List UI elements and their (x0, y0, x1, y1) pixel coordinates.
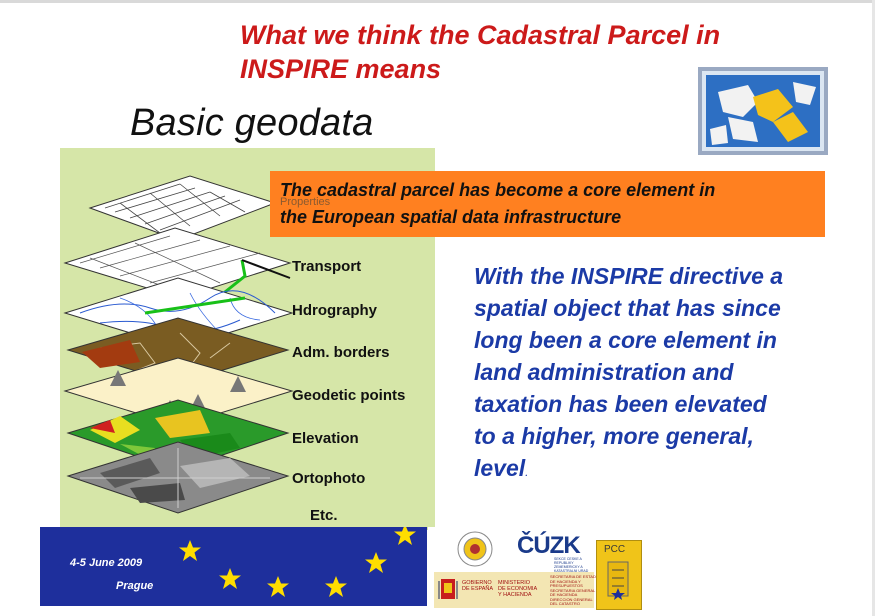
body-line-6: to a higher, more general, (474, 423, 754, 449)
layer-label-etc: Etc. (310, 507, 338, 524)
eu-star-icon (394, 527, 416, 545)
geodetic-points-layer (63, 357, 294, 427)
event-city: Prague (116, 580, 154, 592)
ministry-line-3: Y HACIENDA (498, 592, 532, 598)
cadastral-layer (88, 175, 277, 241)
hydrography-layer (63, 277, 294, 349)
secretary-line-6: DIRECCION GENERAL (550, 596, 593, 602)
secretary-line-3: PRESUPUESTOS (550, 583, 583, 588)
body-period: . (525, 465, 529, 479)
gov-line-2: DE ESPAÑA (462, 586, 494, 592)
secretary-text: SECRETARIA DE ESTADO DE HACIENDA Y PRESU… (550, 574, 599, 607)
body-line-5: taxation has been elevated (474, 391, 767, 417)
layer-label-transport: Transport (292, 258, 362, 275)
body-line-7-text: level (474, 455, 526, 481)
layer-label-admin-borders: Adm. borders (292, 344, 390, 361)
eu-star-icon (267, 576, 289, 597)
layer-label-ortophoto: Ortophoto (292, 470, 366, 487)
slide-border-top (0, 0, 875, 3)
layer-label-geodetic-points: Geodetic points (292, 387, 406, 404)
gov-text: GOBIERNO DE ESPAÑA (462, 580, 493, 592)
spain-government-logo (434, 572, 594, 608)
callout-ghost-label: Properties (280, 196, 331, 208)
secretary-line-5: DE HACIENDA (550, 592, 578, 597)
secretary-line-4: SECRETARIA GENERAL (550, 587, 596, 593)
cuzk-logo: ČÚZK (517, 532, 581, 559)
spain-coat-of-arms-icon (438, 579, 458, 599)
body-line-4: land administration and (474, 359, 734, 385)
body-text: With the INSPIRE directive a spatial obj… (474, 260, 854, 488)
pcc-label: PCC (604, 544, 626, 555)
eu-star-icon (365, 552, 387, 573)
subtitle: Basic geodata (130, 102, 374, 144)
layer-stack-illustration (63, 175, 294, 514)
title-line-1: What we think the Cadastral Parcel in (240, 20, 721, 50)
pcc-emblem-icon (607, 561, 629, 600)
ortophoto-layer (66, 441, 290, 514)
eu-star-icon (325, 576, 347, 597)
slide-border-right (872, 0, 875, 616)
ministry-text: MINISTERIO DE ECONOMIA Y HACIENDA (498, 580, 537, 598)
eu-star-icon (179, 540, 201, 561)
transport-layer (63, 227, 292, 299)
body-line-7: level. (474, 452, 854, 488)
title-line-2: INSPIRE means (240, 54, 442, 84)
puzzle-image (698, 67, 828, 155)
layer-label-hydrography: Hdrography (292, 302, 378, 319)
secretary-line-2: DE HACIENDA Y (550, 578, 581, 584)
body-line-2: spatial object that has since (474, 295, 781, 321)
body-line-1: With the INSPIRE directive a (474, 263, 784, 289)
seal-logo (457, 531, 493, 567)
gov-line-1: GOBIERNO (462, 580, 492, 586)
eu-banner (40, 527, 427, 606)
callout-line-2: the European spatial data infrastructure (280, 207, 622, 227)
callout-line-1: The cadastral parcel has become a core e… (280, 180, 716, 200)
secretary-line-1: SECRETARIA DE ESTADO (550, 574, 599, 579)
ministry-line-1: MINISTERIO (498, 580, 531, 586)
layer-label-elevation: Elevation (292, 430, 359, 447)
secretary-line-7: DEL CATASTRO (550, 601, 580, 606)
body-line-3: long been a core element in (474, 327, 777, 353)
callout-box: The cadastral parcel has become a core e… (270, 171, 825, 237)
cuzk-subtitle: SEKCE CESKE A REPUBLIKY ZEMEMERICKY A KA… (554, 557, 589, 573)
slide-title: What we think the Cadastral Parcel in IN… (240, 18, 840, 86)
ministry-line-2: DE ECONOMIA (498, 586, 538, 592)
eu-star-icon (219, 568, 241, 589)
event-date: 4-5 June 2009 (70, 557, 143, 569)
